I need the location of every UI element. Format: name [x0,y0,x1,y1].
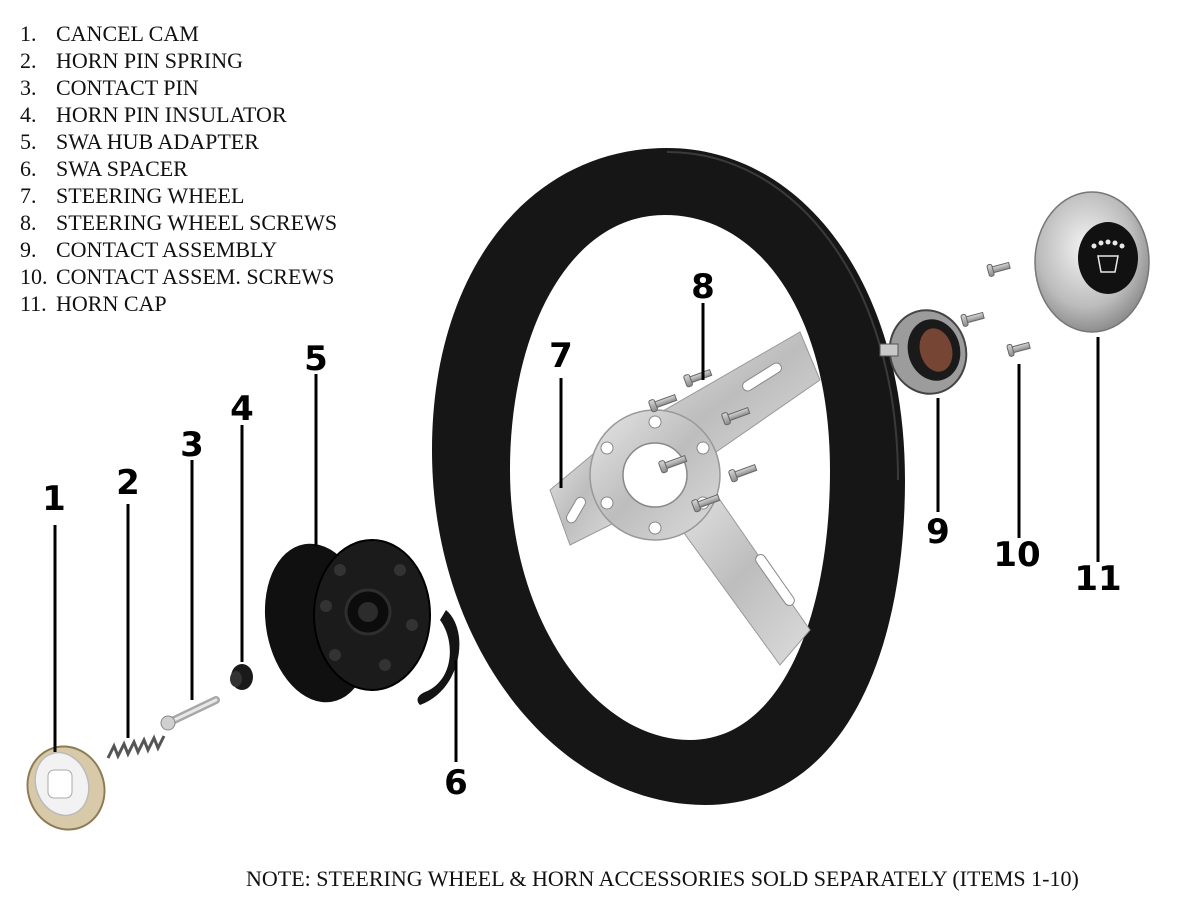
steering-wheel [432,148,905,805]
swa-hub-adapter [264,539,431,703]
callout-2: 2 [116,463,140,503]
parts-list-item: 7.STEERING WHEEL [20,183,245,208]
parts-list-item: 10.CONTACT ASSEM. SCREWS [20,264,335,289]
callout-8: 8 [691,267,715,307]
steering-wheel-screws [648,369,758,513]
horn-cap [1034,191,1150,333]
horn-pin-insulator [230,664,253,690]
horn-pin-spring [106,734,166,760]
callout-1: 1 [42,479,66,519]
callout-5: 5 [304,339,328,379]
callout-10: 10 [993,535,1040,575]
parts-list-item: 3.CONTACT PIN [20,75,199,100]
callout-3: 3 [180,425,204,465]
parts-list-item: 5.SWA HUB ADAPTER [20,129,259,154]
callout-7: 7 [549,336,573,376]
callout-9: 9 [926,512,950,552]
contact-pin [160,696,220,731]
crest-emblem-icon [1091,239,1125,273]
callout-numbers: 1 2 3 4 5 6 7 8 9 10 11 [42,267,1122,803]
cancel-cam [26,745,106,831]
swa-spacer [417,610,460,705]
parts-list-item: 2.HORN PIN SPRING [20,48,244,73]
parts-list-item: 9.CONTACT ASSEMBLY [20,237,278,262]
leader-lines [53,303,1100,762]
contact-assembly-screws [960,261,1031,357]
parts-list-item: 4.HORN PIN INSULATOR [20,102,287,127]
callout-4: 4 [230,389,254,429]
contact-assembly [879,309,968,395]
callout-11: 11 [1074,559,1121,599]
footer-note: NOTE: STEERING WHEEL & HORN ACCESSORIES … [246,866,1079,891]
parts-list-item: 11.HORN CAP [20,291,167,316]
parts-list: 1.CANCEL CAM 2.HORN PIN SPRING 3.CONTACT… [20,20,337,317]
parts-list-item: 8.STEERING WHEEL SCREWS [20,210,338,235]
parts-list-item: 6.SWA SPACER [20,156,188,181]
callout-6: 6 [444,763,468,803]
parts-list-item: 1.CANCEL CAM [20,21,199,46]
